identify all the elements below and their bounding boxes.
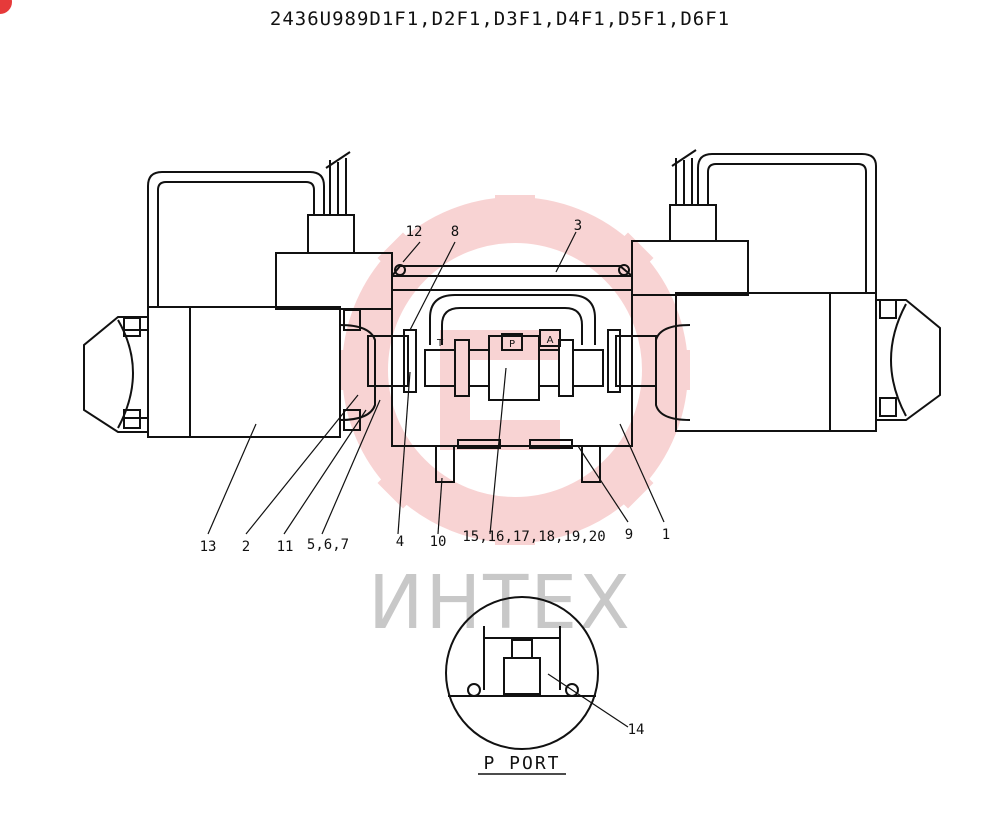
drawing-title: 2436U989D1F1,D2F1,D3F1,D4F1,D5F1,D6F1 — [269, 8, 731, 30]
right-solenoid-body — [675, 292, 831, 432]
callout-13: 13 — [200, 539, 217, 555]
port-label-a: A — [547, 335, 554, 346]
callout-1: 1 — [662, 527, 670, 543]
callout-2: 2 — [242, 539, 250, 555]
right-solenoid-end — [829, 292, 877, 432]
callout-4: 4 — [396, 534, 404, 550]
callout-8: 8 — [451, 224, 459, 240]
callout-3: 3 — [574, 218, 582, 234]
watermark-gear-logo — [340, 195, 690, 545]
left-solenoid-end — [147, 306, 191, 438]
callout-14: 14 — [628, 722, 645, 738]
port-label-p: P — [509, 339, 515, 350]
left-cap — [83, 316, 148, 433]
watermark-text: ИНТЕХ — [368, 560, 632, 646]
callout-11: 11 — [277, 539, 294, 555]
callout-15-20: 15,16,17,18,19,20 — [462, 529, 605, 545]
valve-drawing — [83, 149, 941, 750]
callout-5-6-7: 5,6,7 — [307, 537, 349, 553]
callout-9: 9 — [625, 527, 633, 543]
callout-12: 12 — [406, 224, 423, 240]
left-solenoid-body — [189, 306, 341, 438]
right-cap — [876, 299, 941, 421]
p-port-detail-circle — [445, 596, 599, 750]
callout-10: 10 — [430, 534, 447, 550]
valve-body — [391, 275, 633, 447]
p-port-caption: P PORT — [483, 753, 560, 774]
leader-lines — [207, 231, 665, 728]
port-label-t: T — [436, 338, 444, 349]
